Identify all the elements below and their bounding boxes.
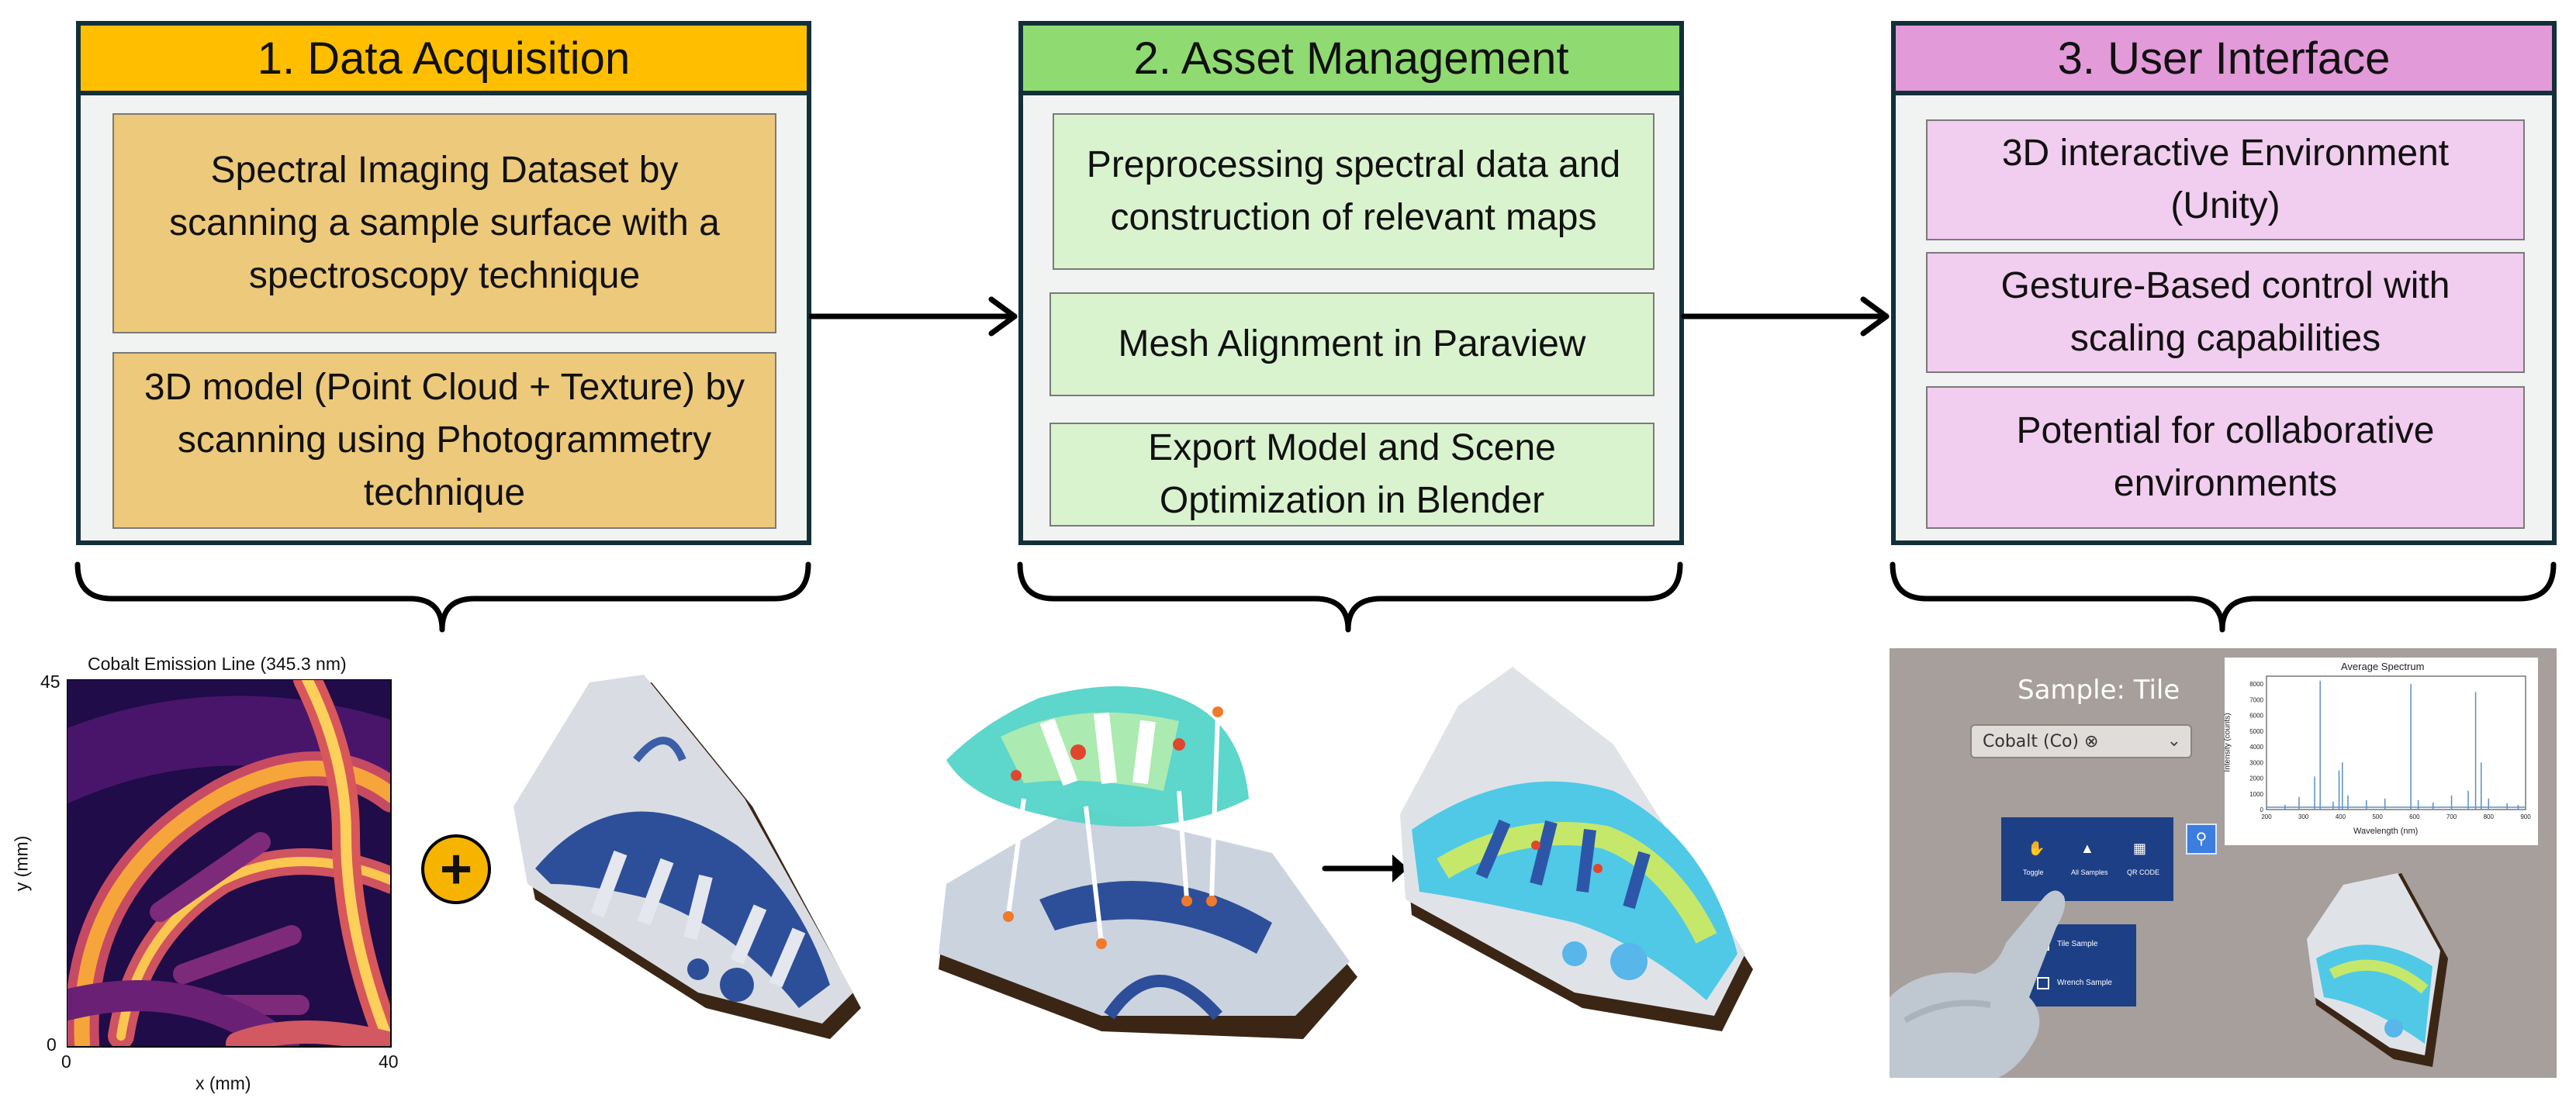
virtual-hand-image	[1890, 890, 2066, 1078]
element-dropdown[interactable]: Cobalt (Co) ⊗ ⌄	[1970, 724, 2192, 758]
spectrum-xtick-label: 900	[2520, 813, 2531, 820]
qr-icon: ▦	[2133, 841, 2147, 856]
checkbox-unchecked-icon	[2037, 977, 2049, 989]
step-text: Potential for collaborative environments	[2016, 410, 2435, 504]
heatmap-plot	[67, 679, 392, 1048]
brace-stage3	[1890, 561, 2557, 633]
menu-button-toggle[interactable]: ✋ Toggle	[2012, 837, 2059, 884]
spectrum-xtick-label: 400	[2336, 813, 2346, 820]
spectrum-xtick-label: 200	[2261, 813, 2272, 820]
spectrum-ytick-label: 6000	[2249, 713, 2263, 720]
stage-header-asset-management: 2. Asset Management	[1023, 26, 1679, 95]
menu-button-all-samples[interactable]: ▲ All Samples	[2065, 837, 2111, 884]
spectrum-ytick-label: 5000	[2249, 728, 2263, 735]
heatmap-ytick-bottom: 0	[47, 1034, 57, 1055]
heatmap-title: Cobalt Emission Line (345.3 nm)	[88, 654, 347, 674]
spectrum-ytick-label: 1000	[2249, 791, 2263, 798]
checkbox-label: Wrench Sample	[2057, 979, 2112, 987]
step-text: Spectral Imaging Dataset by scanning a s…	[169, 150, 720, 296]
spectrum-ytick-label: 8000	[2249, 681, 2263, 688]
brace-stage2	[1017, 561, 1683, 633]
mesh-alignment-image	[939, 686, 1357, 1039]
stage-header-data-acquisition: 1. Data Acquisition	[81, 26, 807, 95]
spectrum-plot: 0 1000 2000 3000 4000 5000 6000 7000 8000 200 300 4…	[2249, 675, 2531, 820]
plus-icon: +	[439, 838, 473, 900]
step-preprocessing: Preprocessing spectral data and construc…	[1053, 113, 1655, 270]
brace-stage1	[74, 561, 811, 633]
step-collaborative: Potential for collaborative environments	[1926, 386, 2525, 529]
stage-title: 2. Asset Management	[1133, 33, 1569, 84]
ceramic-fragment-image	[513, 675, 861, 1039]
spectrum-title: Average Spectrum	[2341, 661, 2425, 672]
stage-panel-data-acquisition: 1. Data Acquisition Spectral Imaging Dat…	[76, 21, 811, 545]
hand-icon: ✋	[2028, 841, 2045, 856]
heatmap-xlabel: x (mm)	[195, 1073, 251, 1093]
arrow-head-2	[1860, 296, 1890, 337]
hand-menu-panel: ✋ Toggle ▲ All Samples ▦ QR CODE	[2001, 817, 2173, 901]
step-3d-model: 3D model (Point Cloud + Texture) by scan…	[112, 352, 776, 529]
spectrum-ytick-label: 3000	[2249, 759, 2263, 766]
step-text: Mesh Alignment in Paraview	[1118, 323, 1586, 364]
checkbox-label: Tile Sample	[2057, 940, 2098, 948]
heatmap-xtick-left: 0	[61, 1051, 71, 1072]
step-text: 3D model (Point Cloud + Texture) by scan…	[143, 367, 745, 513]
step-3d-environment: 3D interactive Environment (Unity)	[1926, 119, 2525, 240]
step-text: 3D interactive Environment (Unity)	[2001, 133, 2450, 226]
stage-panel-user-interface: 3. User Interface 3D interactive Environ…	[1891, 21, 2557, 545]
spectrum-ytick-label: 7000	[2249, 696, 2263, 703]
pin-icon: ⚲	[2195, 830, 2208, 848]
sample-title: Sample: Tile	[2018, 675, 2180, 706]
spectrum-ytick-label: 4000	[2249, 744, 2263, 751]
spectrum-xtick-label: 800	[2484, 813, 2495, 820]
menu-button-label: Toggle	[2023, 868, 2044, 876]
spectrum-xtick-label: 700	[2446, 813, 2457, 820]
step-text: Export Model and Scene Optimization in B…	[1148, 427, 1556, 521]
samples-icon: ▲	[2080, 841, 2094, 856]
ui-fragment-image	[2307, 873, 2448, 1067]
spectrum-axes-frame	[2266, 675, 2526, 810]
spectrum-xtick-label: 300	[2298, 813, 2309, 820]
spectrum-ytick-label: 0	[2260, 806, 2264, 813]
arrow-head-1	[988, 296, 1018, 337]
spectrum-xtick-label: 500	[2372, 813, 2383, 820]
heatmap-ytick-top: 45	[40, 672, 61, 692]
pin-button[interactable]: ⚲	[2186, 824, 2217, 855]
menu-button-label: QR CODE	[2127, 868, 2160, 876]
dropdown-value: Cobalt (Co) ⊗	[1983, 732, 2099, 751]
menu-button-label: All Samples	[2071, 868, 2108, 876]
step-mesh-alignment: Mesh Alignment in Paraview	[1049, 292, 1655, 396]
step-text: Gesture-Based control with scaling capab…	[2000, 265, 2450, 359]
stage-header-user-interface: 3. User Interface	[1896, 26, 2552, 95]
spectrum-chart-card: Average Spectrum Intensity (counts) Wave…	[2224, 658, 2538, 845]
heatmap-xtick-right: 40	[379, 1051, 399, 1072]
step-text: Preprocessing spectral data and construc…	[1086, 144, 1621, 238]
spectrum-xlabel: Wavelength (nm)	[2353, 827, 2419, 836]
arrow-head-overlay	[1392, 855, 1408, 882]
step-spectral-imaging: Spectral Imaging Dataset by scanning a s…	[112, 113, 776, 333]
plus-circle: +	[421, 834, 491, 904]
step-gesture-control: Gesture-Based control with scaling capab…	[1926, 252, 2525, 373]
stage-panel-asset-management: 2. Asset Management Preprocessing spectr…	[1018, 21, 1684, 545]
chevron-down-icon: ⌄	[2166, 730, 2181, 750]
spectral-overlay-image	[1400, 667, 1753, 1031]
spectrum-xtick-label: 600	[2409, 813, 2420, 820]
checkbox-wrench-sample[interactable]: Wrench Sample	[2037, 975, 2130, 994]
spectrum-ytick-label: 2000	[2249, 775, 2263, 782]
unity-ui-screenshot: Sample: Tile Cobalt (Co) ⊗ ⌄ ✋ Toggle ▲ …	[1890, 648, 2557, 1078]
heatmap-ylabel: y (mm)	[11, 835, 32, 892]
stage-title: 3. User Interface	[2057, 33, 2391, 84]
step-export-model: Export Model and Scene Optimization in B…	[1049, 423, 1655, 527]
menu-button-qr-code[interactable]: ▦ QR CODE	[2118, 837, 2164, 884]
stage-title: 1. Data Acquisition	[257, 33, 631, 84]
